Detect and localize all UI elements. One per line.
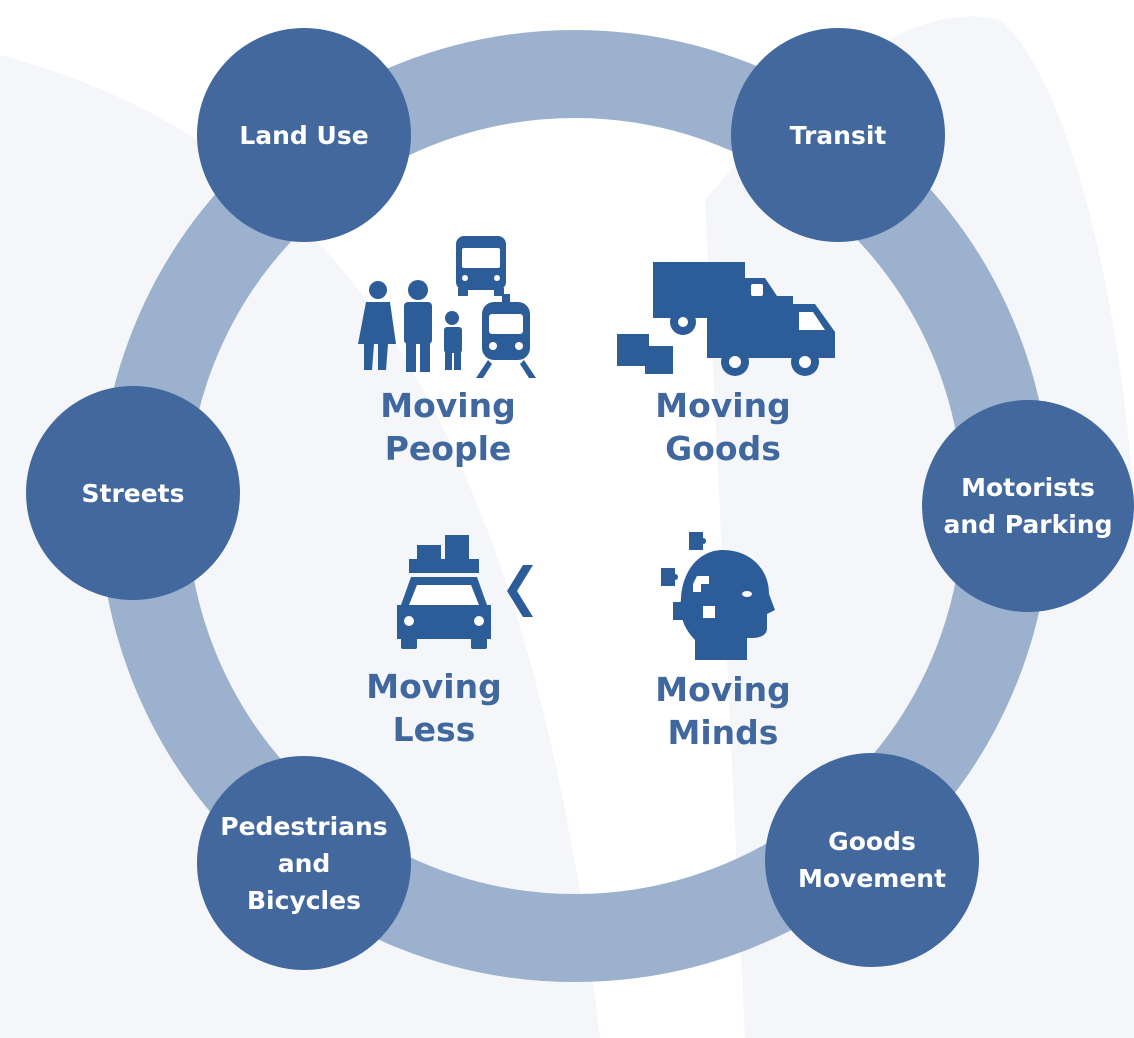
node-goods-movement-label: Goods Movement xyxy=(797,827,947,893)
node-pedestrians-bicycles-label: Pedestrians and Bicycles xyxy=(220,811,388,915)
node-motorists-parking-label: Motorists and Parking xyxy=(943,473,1113,539)
head-puzzle-icon xyxy=(661,532,775,660)
caption-moving-people-line1: Moving xyxy=(380,386,516,425)
caption-moving-goods-line1: Moving xyxy=(655,386,791,425)
caption-moving-minds-line2: Minds xyxy=(667,713,779,752)
caption-moving-minds-line1: Moving xyxy=(655,670,791,709)
node-pedestrians-bicycles[interactable]: Pedestrians and Bicycles xyxy=(197,756,411,970)
node-transit-label: Transit xyxy=(789,120,887,150)
car-with-luggage-icon xyxy=(397,535,533,649)
delivery-truck-icon xyxy=(617,262,835,376)
node-land-use[interactable]: Land Use xyxy=(197,28,411,242)
caption-moving-minds: Moving Minds xyxy=(613,668,833,754)
caption-moving-goods-line2: Goods xyxy=(665,429,781,468)
node-goods-movement[interactable]: Goods Movement xyxy=(765,753,979,967)
caption-moving-goods: Moving Goods xyxy=(613,384,833,470)
caption-moving-less-line2: Less xyxy=(392,710,476,749)
node-streets-label: Streets xyxy=(81,478,185,508)
node-motorists-parking[interactable]: Motorists and Parking xyxy=(922,400,1134,612)
caption-moving-less-line1: Moving xyxy=(366,667,502,706)
caption-moving-people-line2: People xyxy=(384,429,512,468)
family-bus-train-icon xyxy=(358,236,536,378)
caption-moving-less: Moving Less xyxy=(324,665,544,751)
node-streets[interactable]: Streets xyxy=(26,386,240,600)
caption-moving-people: Moving People xyxy=(338,384,558,470)
node-transit[interactable]: Transit xyxy=(731,28,945,242)
node-land-use-label: Land Use xyxy=(239,120,369,150)
